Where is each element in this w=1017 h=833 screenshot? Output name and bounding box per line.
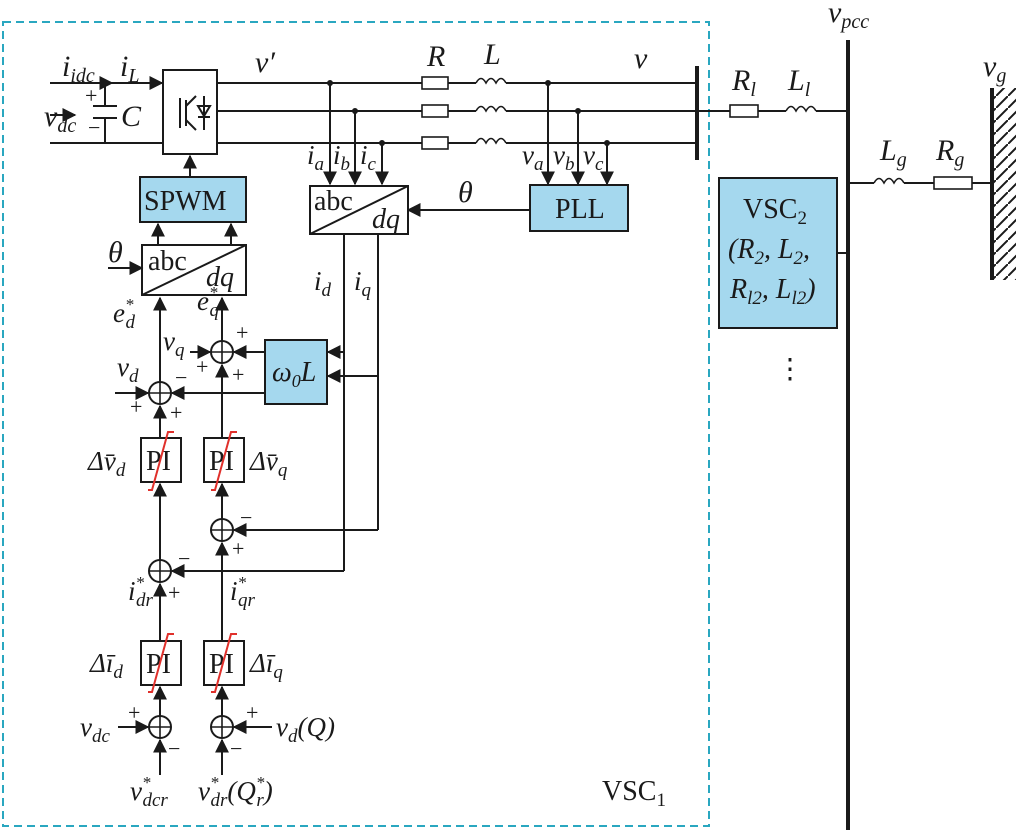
svg-text:+: + — [246, 700, 258, 725]
spwm-label: SPWM — [144, 186, 227, 217]
capacitor-icon: + − — [85, 83, 117, 143]
pi-block-id: PI — [140, 633, 182, 693]
vsc2-block — [718, 177, 838, 329]
grid-source-icon — [990, 88, 1016, 280]
vsc2-params-2: Rl2, Ll2) — [729, 274, 816, 309]
svg-text:v: v — [634, 42, 648, 75]
svg-text:R: R — [426, 40, 445, 73]
svg-text:Δv̄d: Δv̄d — [87, 446, 126, 481]
svg-text:PI: PI — [146, 446, 171, 477]
pi-block-iq: PI — [203, 633, 245, 693]
svg-text:+: + — [196, 354, 208, 379]
pi-block-vq: PI — [203, 431, 245, 491]
svg-text:Rg: Rg — [935, 134, 964, 171]
more-vsc-ellipsis: ⋮ — [776, 354, 804, 385]
svg-text:+: + — [168, 580, 180, 605]
svg-text:abc: abc — [148, 246, 187, 277]
svg-text:+: + — [128, 700, 140, 725]
vsc1-label: VSC1 — [602, 776, 666, 811]
svg-text:+: + — [236, 320, 248, 345]
svg-text:PI: PI — [209, 446, 234, 477]
svg-text:+: + — [232, 362, 244, 387]
svg-text:PI: PI — [209, 649, 234, 680]
omega-l-block — [264, 339, 328, 405]
spwm-block — [139, 176, 247, 223]
svg-text:vdc: vdc — [44, 100, 76, 137]
svg-text:vq: vq — [163, 326, 185, 361]
svg-text:+: + — [170, 400, 182, 425]
ac-phase-lines — [217, 76, 697, 150]
sum-junction-eq — [210, 340, 234, 364]
vsc1-boundary — [2, 21, 710, 827]
svg-text:va: va — [522, 140, 543, 175]
svg-text:vd(Q): vd(Q) — [276, 712, 335, 747]
svg-text:θ: θ — [458, 176, 473, 209]
svg-text:iq: iq — [354, 266, 372, 301]
svg-text:Ll: Ll — [787, 64, 811, 101]
svg-text:ib: ib — [333, 140, 350, 175]
svg-text:ic: ic — [360, 140, 377, 175]
svg-text:PI: PI — [146, 649, 171, 680]
sum-junction-ed — [148, 381, 172, 405]
pll-label: PLL — [555, 194, 605, 225]
current-taps — [323, 80, 389, 186]
vsc2-params-1: (R2, L2, — [728, 234, 810, 269]
svg-text:dq: dq — [206, 262, 234, 293]
converter-bridge-icon — [162, 69, 218, 155]
svg-text:vpcc: vpcc — [828, 0, 869, 33]
abc-dq-current-block: abc dq — [309, 185, 409, 235]
svg-text:iL: iL — [120, 50, 139, 87]
svg-text:−: − — [175, 365, 187, 390]
sum-junction-vdc — [148, 715, 172, 739]
svg-text:vdc: vdc — [80, 712, 110, 747]
pll-block — [529, 184, 629, 232]
svg-text:Rl: Rl — [731, 64, 756, 101]
svg-text:i*dr: i*dr — [128, 573, 154, 611]
omega-l-label: ω0L — [272, 357, 316, 391]
svg-text:v*dcr: v*dcr — [130, 773, 168, 811]
svg-text:L: L — [483, 38, 501, 71]
svg-text:+: + — [85, 83, 97, 108]
svg-text:vd: vd — [117, 352, 139, 387]
svg-text:Δīq: Δīq — [249, 648, 283, 683]
svg-text:Lg: Lg — [879, 134, 907, 171]
svg-text:vc: vc — [583, 140, 604, 175]
svg-text:Δv̄q: Δv̄q — [249, 446, 288, 481]
svg-text:i*qr: i*qr — [230, 573, 256, 611]
svg-text:vb: vb — [553, 140, 574, 175]
abc-dq-voltage-block: abc dq — [141, 244, 247, 296]
svg-text:θ: θ — [108, 236, 123, 269]
svg-text:−: − — [240, 505, 252, 530]
svg-text:vg: vg — [983, 50, 1006, 87]
sum-junction-q — [210, 715, 234, 739]
svg-text:ia: ia — [307, 140, 324, 175]
svg-text:v′: v′ — [255, 46, 275, 79]
svg-text:+: + — [232, 536, 244, 561]
svg-text:+: + — [130, 394, 142, 419]
svg-text:e*d: e*d — [113, 295, 135, 333]
svg-text:−: − — [178, 546, 190, 571]
svg-text:C: C — [121, 100, 142, 133]
svg-text:iidc: iidc — [62, 50, 95, 87]
sum-junction-iq — [210, 518, 234, 542]
svg-text:Δīd: Δīd — [89, 648, 123, 683]
svg-text:−: − — [230, 736, 242, 761]
vsc2-title: VSC2 — [743, 194, 807, 229]
voltage-taps — [541, 80, 614, 186]
sum-junction-id — [148, 559, 172, 583]
svg-text:e*q: e*q — [197, 283, 219, 321]
svg-text:v*dr(Q*r): v*dr(Q*r) — [198, 773, 273, 811]
svg-text:id: id — [314, 266, 332, 301]
svg-text:−: − — [88, 115, 100, 140]
svg-text:dq: dq — [372, 204, 400, 235]
pi-block-vd: PI — [140, 431, 182, 491]
svg-text:abc: abc — [314, 186, 353, 217]
svg-text:−: − — [168, 736, 180, 761]
